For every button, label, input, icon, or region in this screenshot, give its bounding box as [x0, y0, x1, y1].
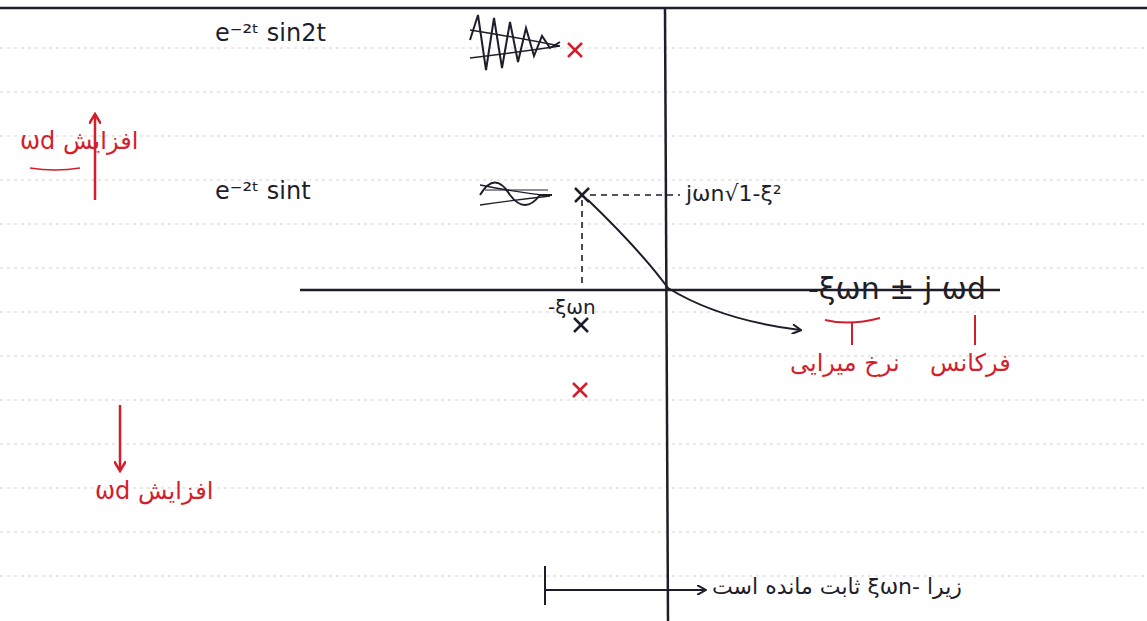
imag-part-label: jωn√1-ξ² [686, 181, 782, 206]
time-response: e⁻²ᵗ sin2t [215, 20, 326, 48]
reason-note: زیرا -ξωn ثابت مانده است [712, 574, 962, 599]
real-part-label: -ξωn [548, 296, 596, 319]
time-response: e⁻²ᵗ sint [215, 178, 311, 206]
pole-formula: -ξωn ± j ωd [808, 272, 986, 307]
increase-note: افزایش ωd [95, 478, 213, 506]
damping-note: نرخ میرایی [790, 350, 900, 378]
frequency-note: فرکانس [930, 350, 1011, 378]
increase-note: افزایش ωd [20, 128, 138, 156]
